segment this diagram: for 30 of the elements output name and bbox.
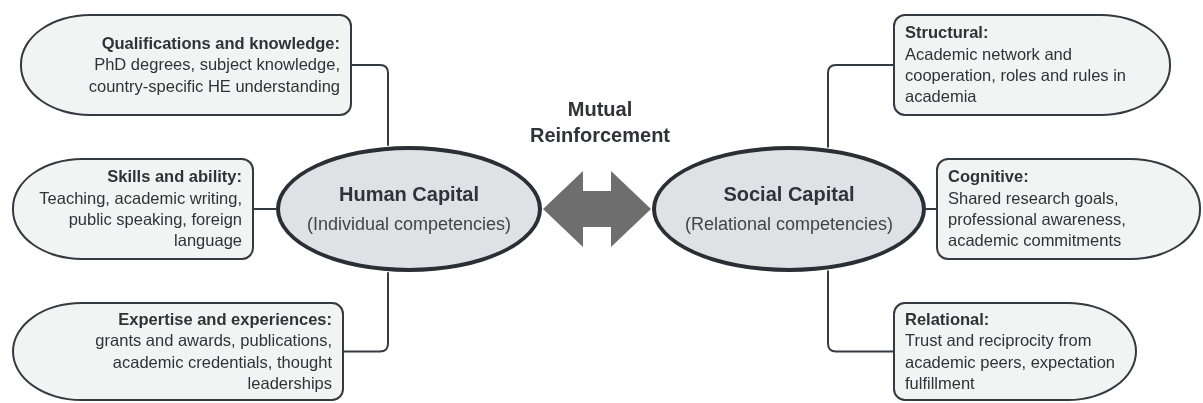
description-text: Academic network and cooperation, roles and rules in academia <box>905 43 1128 108</box>
heading-text: Relational: <box>905 308 991 330</box>
connector-line <box>351 64 389 147</box>
description-text: grants and awards, publications, academic credentials, thought leaderships <box>94 330 332 394</box>
category-box <box>12 302 344 401</box>
connector-line <box>343 271 389 353</box>
heading-text: Social Capital <box>723 183 855 207</box>
connector-line <box>253 208 277 210</box>
connector-line <box>827 269 894 353</box>
relation-label: Mutual Reinforcement <box>529 97 671 148</box>
heading-text: Qualifications and knowledge: <box>100 32 340 54</box>
connector-line <box>925 208 937 210</box>
heading-text: Human Capital <box>339 183 479 207</box>
description-text: Trust and reciprocity from academic peers, expectation fulfillment <box>905 330 1117 394</box>
heading-text: Structural: <box>905 22 990 44</box>
description-text: Teaching, academic writing, public speaking, foreign language <box>38 187 242 252</box>
heading-text: Skills and ability: <box>106 166 242 188</box>
heading-text: Expertise and experiences: <box>117 308 332 330</box>
heading-text: Cognitive: <box>948 166 1030 188</box>
description-text: Shared research goals, professional awareness, academic commitments <box>948 187 1127 252</box>
category-box <box>936 158 1201 260</box>
category-box <box>893 14 1171 116</box>
connector-line <box>827 64 894 149</box>
category-box <box>893 302 1137 401</box>
category-box <box>12 158 254 260</box>
description-text: (Relational competencies) <box>684 214 894 235</box>
double-arrow <box>543 171 651 247</box>
description-text: PhD degrees, subject knowledge, country-specific HE understanding <box>87 54 340 97</box>
category-box <box>20 14 352 116</box>
description-text: (Individual competencies) <box>306 214 512 235</box>
